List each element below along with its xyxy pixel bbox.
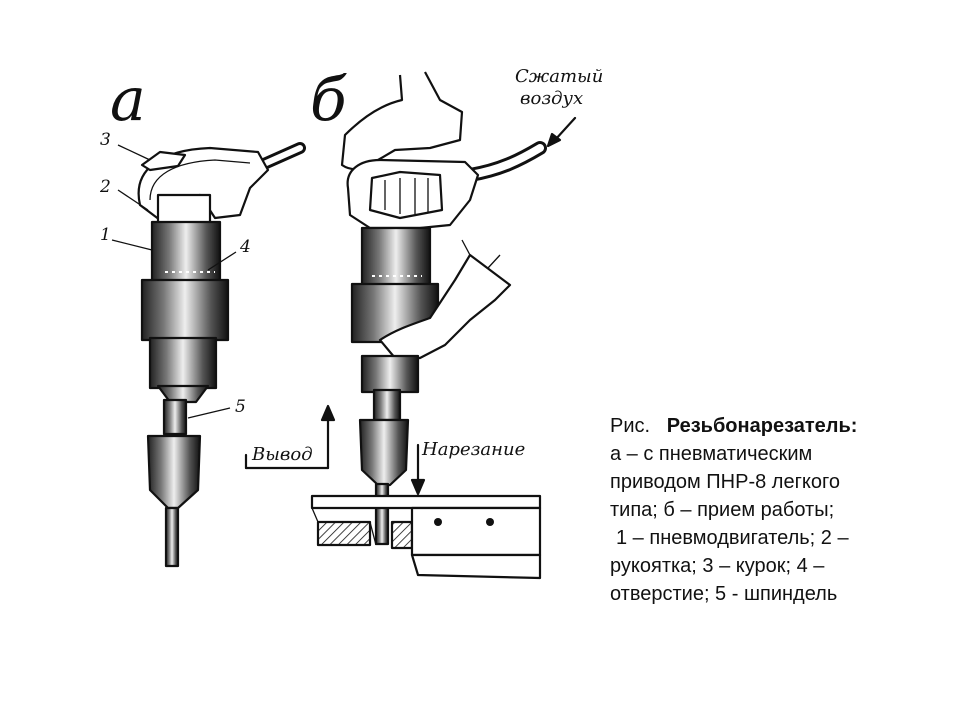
caption-line: отверстие; 5 - шпиндель xyxy=(610,583,838,605)
tool-b xyxy=(340,71,577,546)
callout-3: 3 xyxy=(100,130,111,150)
callout-1: 1 xyxy=(100,225,111,245)
caption-line: типа; б – прием работы; xyxy=(610,499,835,521)
caption-line: 1 – пневмодвигатель; 2 – xyxy=(616,527,849,549)
tool-a xyxy=(111,142,306,568)
direction-arrows xyxy=(244,404,426,496)
figure-caption: Рис. Резьбонарезатель: а – с пневматичес… xyxy=(610,412,940,608)
callout-4: 4 xyxy=(239,237,251,257)
workpiece xyxy=(310,494,542,580)
cutting-label: Нарезание xyxy=(421,439,525,460)
callout-2: 2 xyxy=(99,177,111,197)
withdraw-label: Вывод xyxy=(251,444,313,465)
caption-title: Резьбонарезатель: xyxy=(666,415,858,437)
caption-header: Рис. Резьбонарезатель: xyxy=(610,412,940,440)
label-b: б xyxy=(310,65,347,135)
callout-5: 5 xyxy=(235,397,246,417)
caption-line: а – с пневматическим xyxy=(610,443,813,465)
caption-prefix: Рис. xyxy=(610,415,651,437)
label-a: а xyxy=(110,65,146,135)
air-label-line1: Сжатый xyxy=(515,66,603,87)
caption-line: рукоятка; 3 – курок; 4 – xyxy=(610,555,825,577)
air-label-line2: воздух xyxy=(520,88,583,109)
caption-line: приводом ПНР-8 легкого xyxy=(610,471,840,493)
